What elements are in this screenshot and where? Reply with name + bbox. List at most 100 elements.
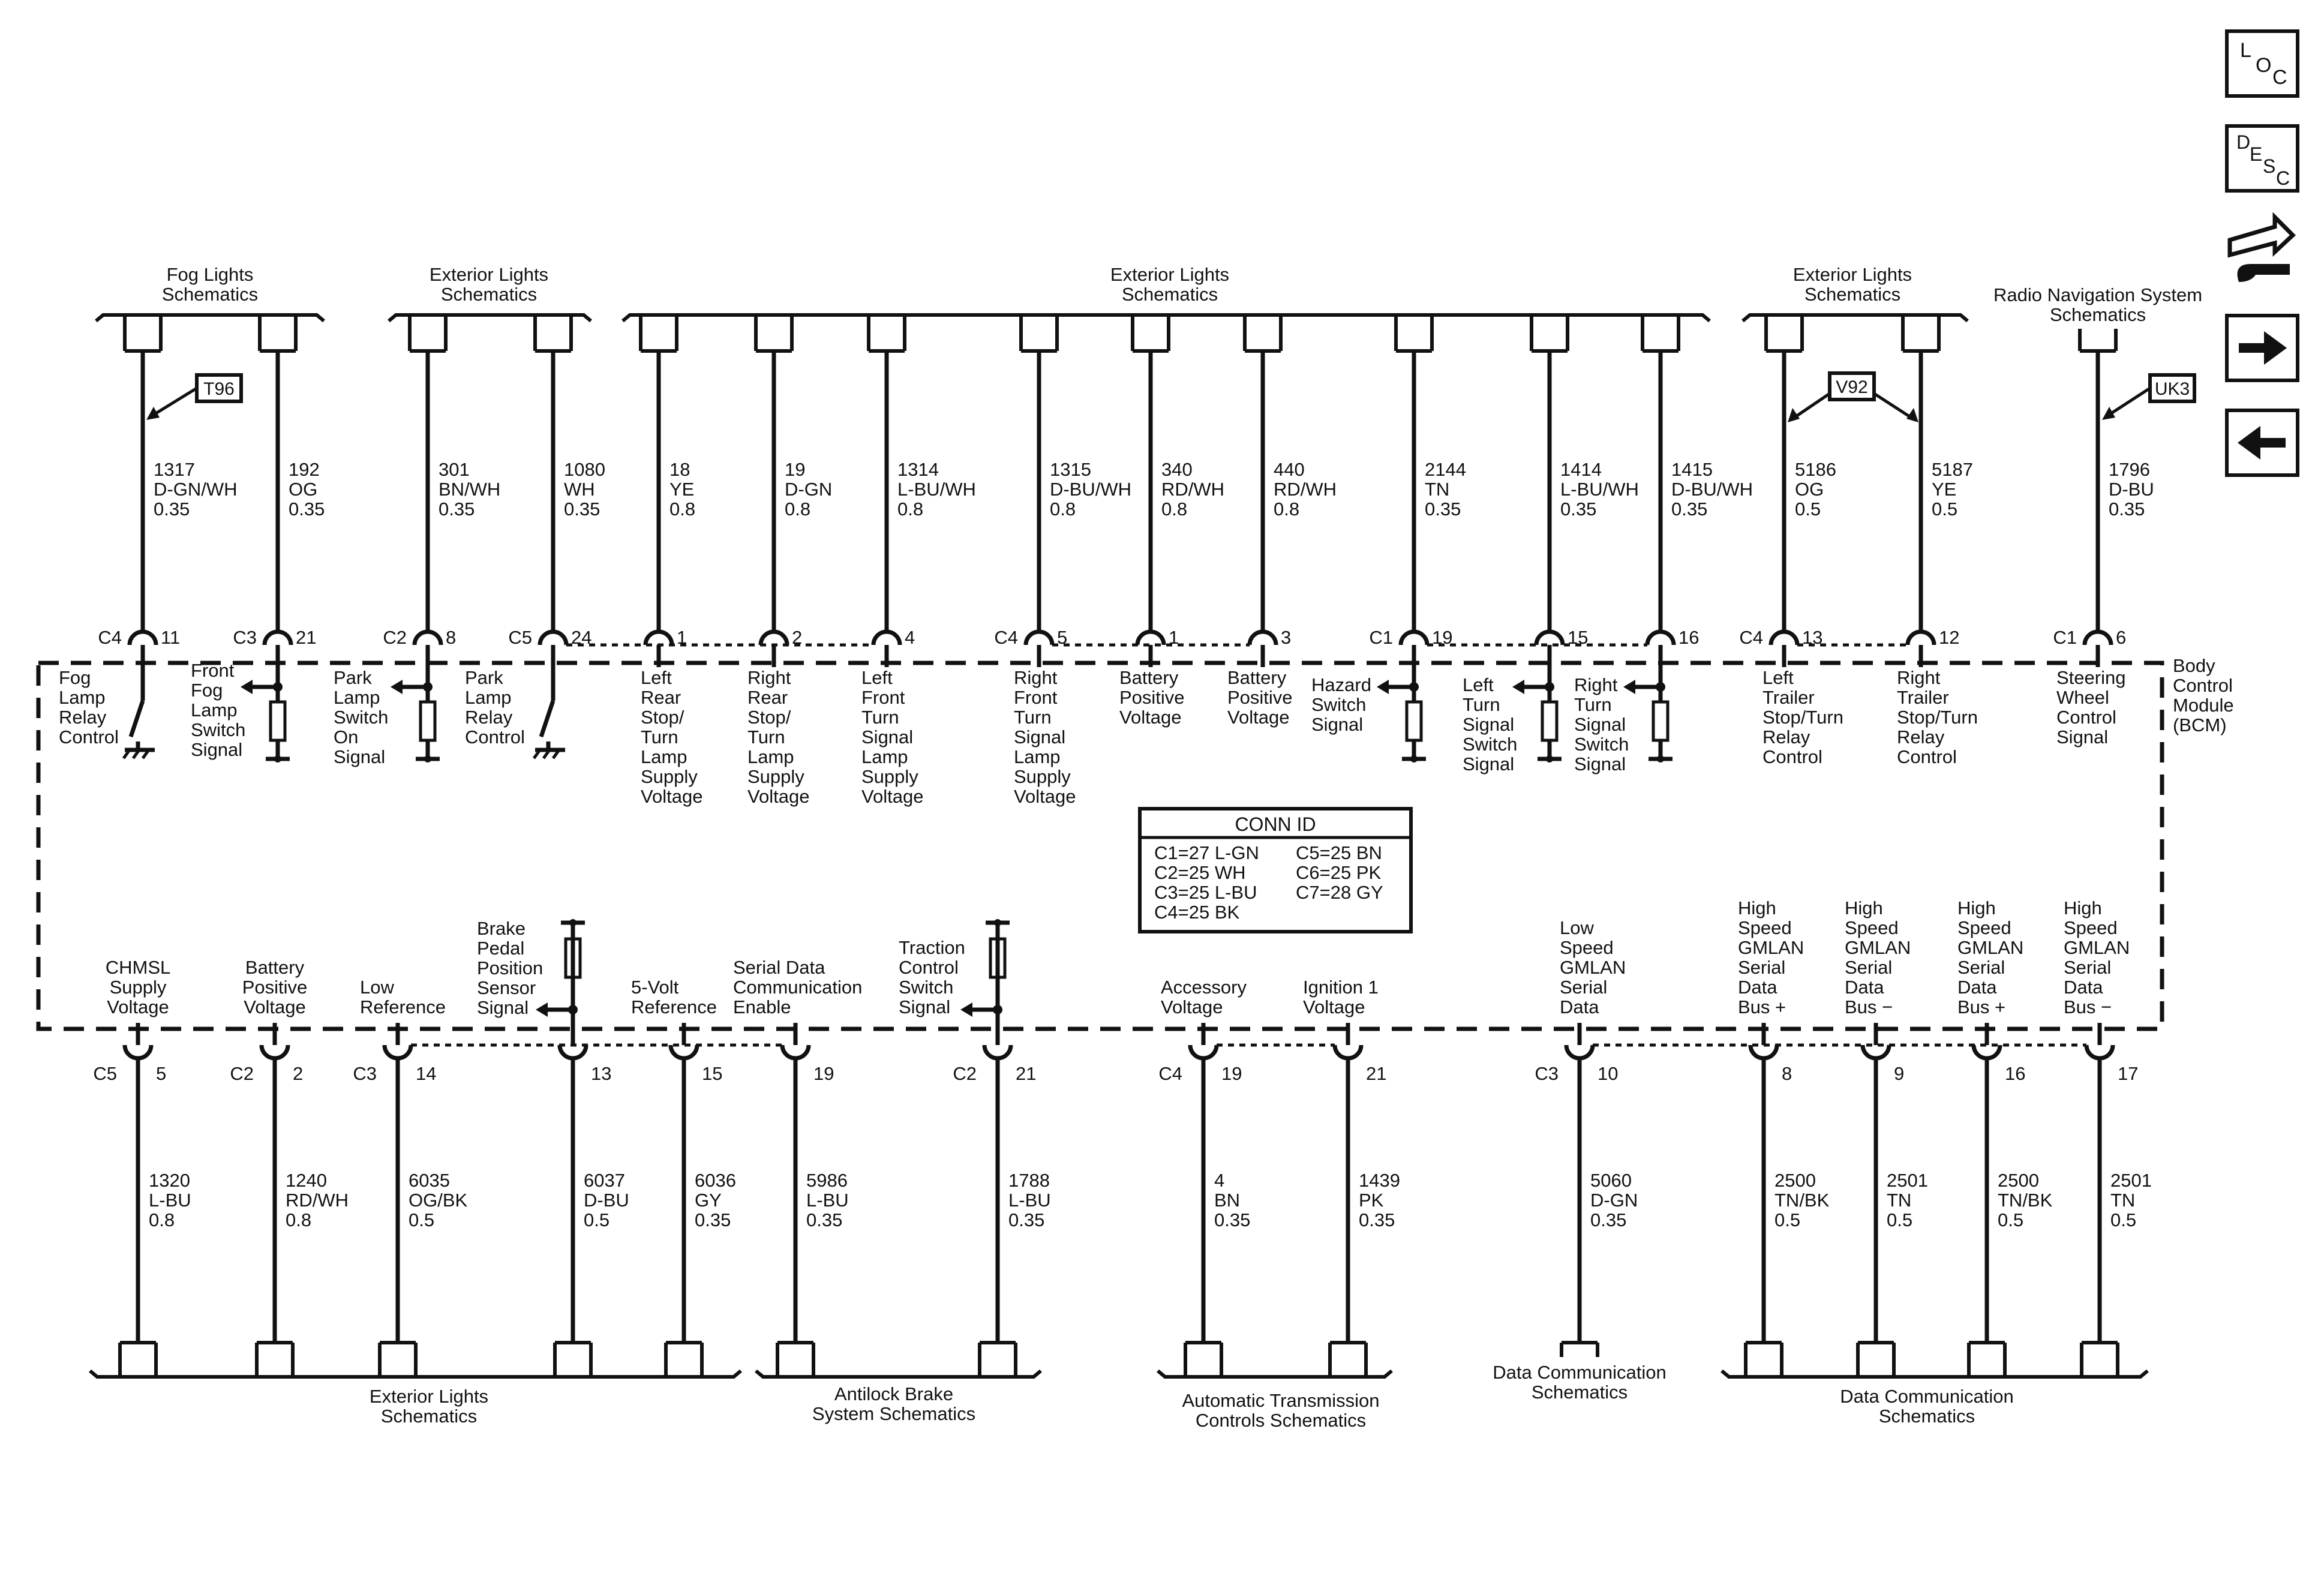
circuit-function-label: Low (360, 977, 394, 998)
circuit-function-label: Low (1560, 917, 1594, 938)
ground-hatch (141, 749, 151, 760)
automatic-transmission-schematics-label: Automatic Transmission (1182, 1390, 1379, 1411)
wire-spec: 0.8 (669, 499, 695, 520)
tools-icon[interactable] (2227, 212, 2296, 282)
nav-icon-frame[interactable] (2225, 124, 2299, 193)
circuit-function-label: Stop/Turn (1897, 707, 1978, 728)
circuit-function-label: Lamp (1014, 746, 1061, 767)
circuit-function-label: Voltage (861, 786, 923, 807)
wire-spec: 0.5 (409, 1209, 434, 1230)
pin-number: 19 (813, 1063, 834, 1084)
circuit-function-label: Signal (1574, 714, 1626, 735)
wire-spec: 0.35 (564, 499, 600, 520)
pin-number: 5 (1057, 627, 1067, 648)
arrowhead (391, 680, 403, 694)
exterior-lights-schematics-label: Exterior Lights (1110, 264, 1229, 285)
circuit-function-label: Bus − (1845, 996, 1893, 1017)
wire-spec: L-BU/WH (1560, 479, 1639, 500)
pin-number: 9 (1894, 1063, 1904, 1084)
circuit-function-label: Signal (2056, 727, 2108, 748)
wire-spec: 0.35 (289, 499, 325, 520)
circuit-function-label: Positive (1227, 687, 1293, 708)
circuit-function-label: Park (334, 667, 372, 688)
circuit-function-label: Hazard (1311, 674, 1371, 695)
circuit-function-label: Wheel (2056, 687, 2109, 708)
circuit-function-label: Turn (1463, 694, 1500, 715)
wire-spec: 5060 (1590, 1170, 1632, 1191)
circuit-function-label: Front (1014, 687, 1058, 708)
circuit-function-label: Voltage (641, 786, 702, 807)
circuit-function-label: Speed (1957, 917, 2011, 938)
pin-number: 21 (1016, 1063, 1036, 1084)
circuit-function-label: Turn (1014, 707, 1052, 728)
connector-id: C4 (1739, 627, 1763, 648)
junction-dot (994, 919, 1001, 926)
connector-id: C5 (93, 1063, 117, 1084)
pullup-resistor (989, 937, 1007, 979)
pin-number: 12 (1939, 627, 1959, 648)
connector-id: C1 (1369, 627, 1393, 648)
previous-arrow-icon[interactable] (2225, 409, 2299, 477)
connector-id: C2 (383, 627, 407, 648)
pin-number: 8 (446, 627, 456, 648)
connector-id: C4 (994, 627, 1018, 648)
wire-spec: 0.5 (584, 1209, 609, 1230)
arrowhead (960, 1002, 972, 1017)
circuit-function-label: Supply (747, 766, 804, 787)
circuit-function-label: Trailer (1897, 687, 1949, 708)
circuit-function-label: Right (1574, 674, 1618, 695)
wire-spec: 192 (289, 459, 320, 480)
conn-id-entry: C4=25 BK (1154, 902, 1240, 923)
top-circuits: 1317D-GN/WH0.3511C4192OG0.3521C3301BN/WH… (59, 351, 2196, 807)
connector-terminal (259, 1044, 290, 1061)
circuit-function-label: Data (1738, 977, 1777, 998)
connector-id: C3 (233, 627, 257, 648)
next-arrow-icon[interactable] (2225, 314, 2299, 382)
circuit-function-label: Turn (861, 707, 899, 728)
exterior-lights-schematics-label: Exterior Lights (1793, 264, 1912, 285)
wire-spec: 340 (1161, 459, 1193, 480)
location-icon[interactable]: LOC (2225, 29, 2299, 98)
circuit-function-label: Serial (1738, 957, 1785, 978)
wire-spec: 0.5 (1795, 499, 1821, 520)
wire-spec: BN/WH (439, 479, 500, 500)
nav-icon-frame[interactable] (2225, 29, 2299, 98)
wire-spec: 1796 (2109, 459, 2150, 480)
top-circuit[interactable]: 19D-GN0.82 (758, 351, 832, 667)
circuit-function-label: Battery (245, 957, 305, 978)
wire-spec: 0.35 (2109, 499, 2145, 520)
wire-spec: 1317 (154, 459, 195, 480)
